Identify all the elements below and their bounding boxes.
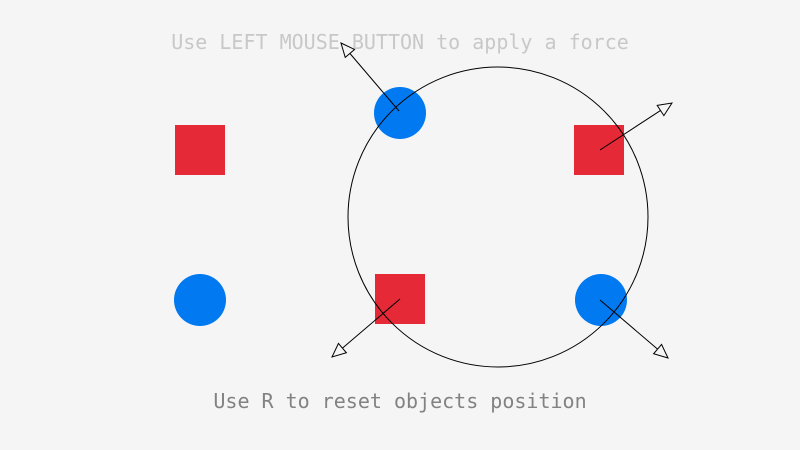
instruction-apply-force: Use LEFT MOUSE BUTTON to apply a force — [171, 30, 629, 54]
force-arrow-bottom-right-shaft — [599, 299, 660, 351]
red-box-left[interactable] — [175, 125, 225, 175]
force-arrow-bottom-left-shaft — [340, 298, 401, 350]
boundary-circle — [347, 66, 649, 368]
instruction-reset-objects: Use R to reset objects position — [213, 389, 587, 413]
force-arrow-top-left-head-icon — [340, 42, 356, 59]
force-arrow-top-right-shaft — [599, 109, 663, 151]
blue-ball-right[interactable] — [575, 274, 627, 326]
blue-ball-top[interactable] — [374, 87, 426, 139]
blue-ball-left[interactable] — [174, 274, 226, 326]
force-arrow-bottom-right-head-icon — [652, 343, 669, 359]
red-box-right[interactable] — [574, 125, 624, 175]
force-arrow-bottom-left-head-icon — [331, 342, 348, 358]
force-arrow-top-left-shaft — [348, 51, 400, 112]
force-arrow-top-right-head-icon — [656, 102, 674, 117]
